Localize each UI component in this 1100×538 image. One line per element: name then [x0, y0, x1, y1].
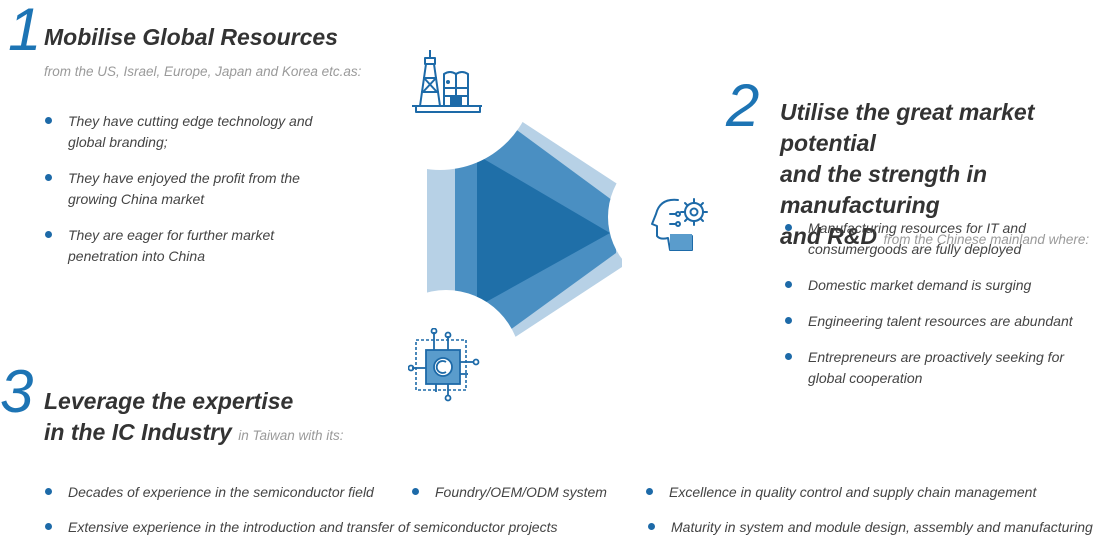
section-1-number: 1 — [8, 0, 41, 63]
list-item: Engineering talent resources are abundan… — [784, 311, 1084, 332]
section-3-title-line-2: in the IC Industry in Taiwan with its: — [44, 417, 464, 451]
list-item: Domestic market demand is surging — [784, 275, 1084, 296]
section-2-list: Manufacturing resources for IT and consu… — [784, 218, 1084, 389]
list-item: Manufacturing resources for IT and consu… — [784, 218, 1084, 260]
list-item: Excellence in quality control and supply… — [645, 482, 1036, 503]
section-2-subtitle: from the Chinese mainland where: — [883, 232, 1090, 247]
section-2-title-line-2: and the strength in manufacturing — [780, 161, 987, 218]
section-3-title-line-1: Leverage the expertise — [44, 388, 294, 414]
section-3-number: 3 — [0, 358, 33, 425]
section-2-title-line-3: and R&D from the Chinese mainland where: — [780, 221, 1100, 255]
list-item: They have enjoyed the profit from the gr… — [44, 168, 334, 210]
list-item: Extensive experience in the introduction… — [44, 517, 558, 538]
list-item: They have cutting edge technology and gl… — [44, 111, 334, 153]
list-item: Foundry/OEM/ODM system — [411, 482, 607, 503]
section-2-number: 2 — [726, 72, 759, 139]
list-item: Entrepreneurs are proactively seeking fo… — [784, 347, 1084, 389]
section-2-title-line-3-text: and R&D — [780, 223, 878, 249]
list-item: They are eager for further market penetr… — [44, 225, 334, 267]
section-2-title-line-1: Utilise the great market potential — [780, 99, 1035, 156]
ai-head-gear-icon — [651, 198, 708, 251]
section-2-title: Utilise the great market potential and t… — [780, 97, 1100, 255]
section-3-title-line-2-text: in the IC Industry — [44, 419, 232, 445]
section-3-subtitle: in Taiwan with its: — [238, 428, 344, 443]
section-1-title: Mobilise Global Resources — [44, 24, 338, 50]
list-item: Maturity in system and module design, as… — [647, 517, 1093, 538]
list-item: Decades of experience in the semiconduct… — [44, 482, 374, 503]
triangle-inner — [477, 155, 610, 307]
section-1-list: They have cutting edge technology and gl… — [44, 111, 334, 267]
microchip-icon — [408, 328, 480, 402]
section-3-title: Leverage the expertise in the IC Industr… — [44, 386, 464, 451]
industrial-plant-icon — [412, 50, 482, 113]
triangle-diagram — [427, 117, 648, 347]
section-1-subtitle: from the US, Israel, Europe, Japan and K… — [44, 64, 362, 79]
